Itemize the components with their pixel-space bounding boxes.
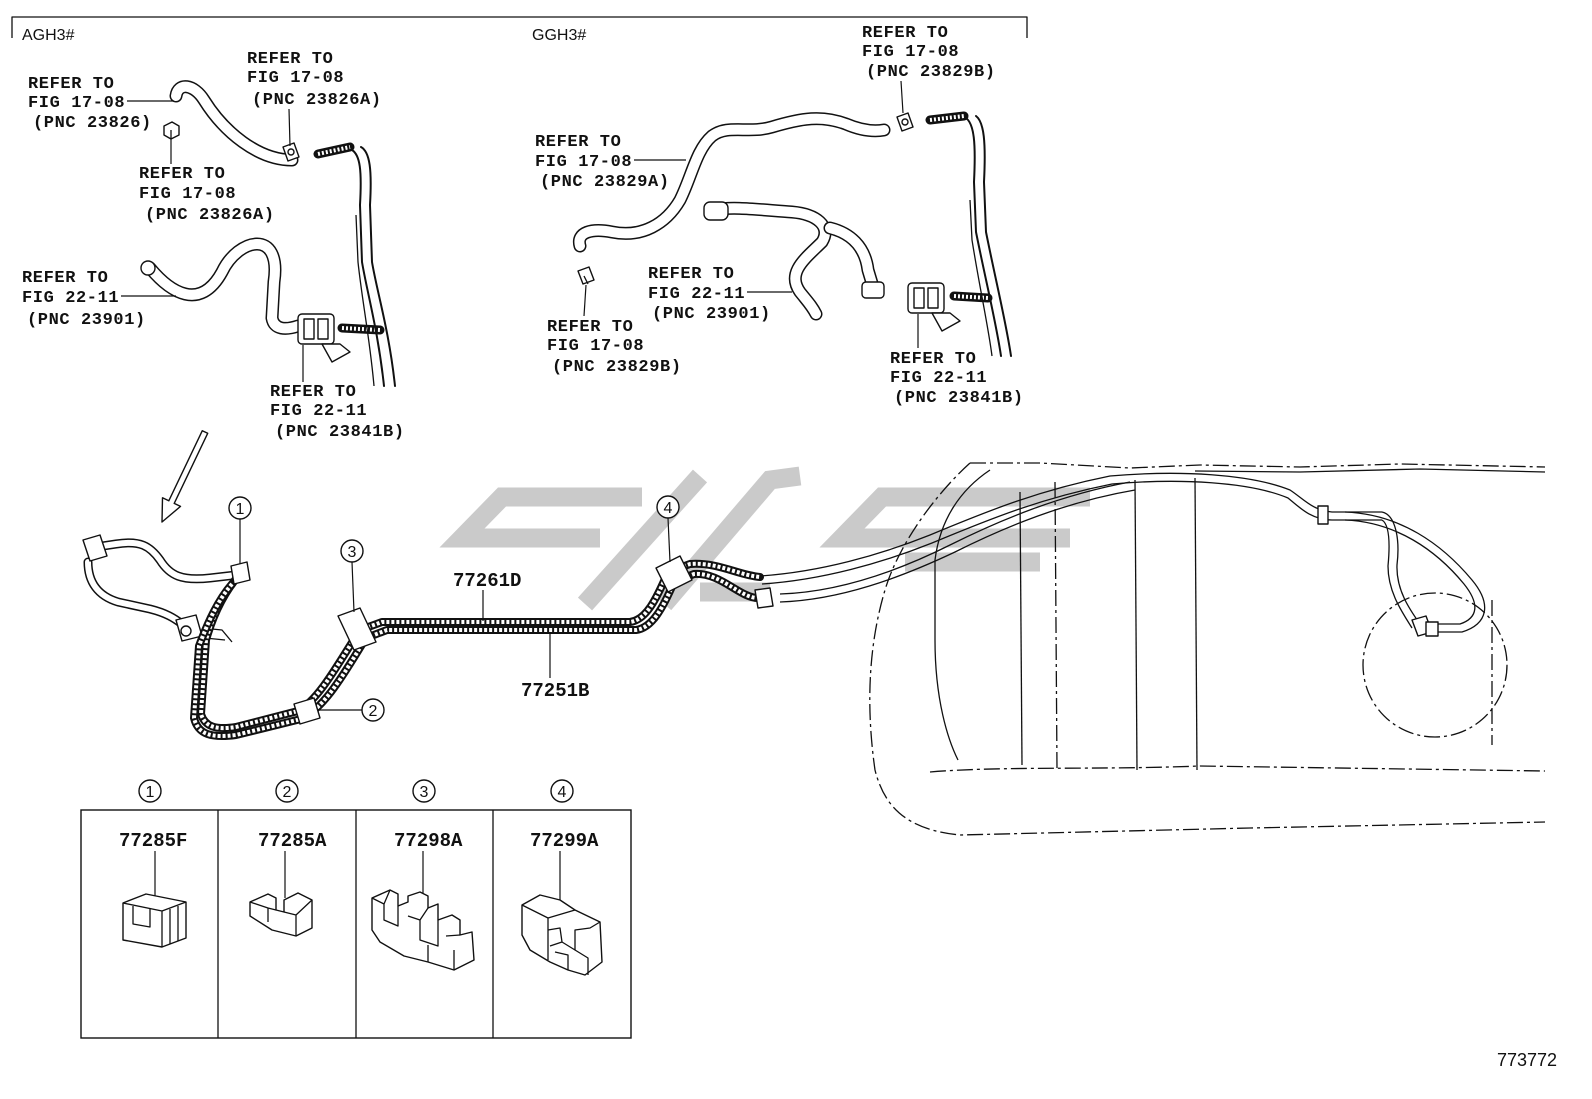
- callout-pnc-23826a-clamp: REFER TO FIG 17-08 (PNC 23826A): [247, 50, 382, 147]
- callout-refer: REFER TO: [535, 133, 621, 152]
- clip-77299a-drawing: [521, 894, 603, 976]
- callout-pnc-23901-ggh: REFER TO FIG 22-11 (PNC 23901): [648, 265, 792, 324]
- callout-figure: FIG 17-08: [28, 94, 125, 113]
- callout-pnc-23829a: REFER TO FIG 17-08 (PNC 23829A): [535, 133, 686, 192]
- callout-pnc: (PNC 23841B): [275, 423, 405, 442]
- agh3-hose-lower: [140, 244, 298, 328]
- table-column-2: 2 77285A: [249, 779, 327, 937]
- clamp-band-4: [655, 555, 693, 593]
- callout-pnc: (PNC 23826): [33, 114, 152, 133]
- callout-pnc: (PNC 23901): [652, 305, 771, 324]
- callout-pnc: (PNC 23826A): [145, 206, 275, 225]
- callout-figure: FIG 17-08: [862, 43, 959, 62]
- section-label-agh3: AGH3#: [22, 27, 75, 44]
- ggh3-hose-clamp: [896, 112, 914, 132]
- clip-marker-4-number: 4: [664, 500, 673, 517]
- callout-refer: REFER TO: [862, 24, 948, 43]
- callout-pnc: (PNC 23829A): [540, 173, 670, 192]
- callout-pnc: (PNC 23826A): [252, 91, 382, 110]
- clip-marker-1-number: 1: [236, 501, 245, 518]
- clip-marker-3: 3: [340, 539, 364, 613]
- ggh3-hose-lower: [703, 201, 885, 314]
- table-part-number: 77285F: [119, 830, 187, 852]
- section-label-ggh3: GGH3#: [532, 27, 586, 44]
- callout-pnc-23841b-agh: REFER TO FIG 22-11 (PNC 23841B): [270, 345, 405, 442]
- callout-refer: REFER TO: [270, 383, 356, 402]
- clip-marker-2: 2: [318, 698, 385, 722]
- clip-77285a-drawing: [249, 892, 313, 937]
- callout-pnc-23826a-clip: REFER TO FIG 17-08 (PNC 23826A): [139, 139, 275, 225]
- table-marker-3: 3: [420, 784, 429, 801]
- clip-marker-2-number: 2: [369, 703, 378, 720]
- ggh3-quick-connector: [907, 282, 961, 332]
- tube-connector: [754, 587, 774, 609]
- callout-pnc-23829b-clip: REFER TO FIG 17-08 (PNC 23829B): [547, 284, 682, 377]
- clip-marker-1: 1: [228, 496, 252, 564]
- callout-refer: REFER TO: [890, 350, 976, 369]
- clamp-band-1: [230, 561, 251, 585]
- callout-refer: REFER TO: [247, 50, 333, 69]
- agh3-quick-connector: [297, 313, 351, 363]
- table-part-number: 77285A: [258, 830, 327, 852]
- left-hose-assembly: [82, 534, 236, 643]
- callout-figure: FIG 17-08: [535, 153, 632, 172]
- part-number-tube-lower: 77251B: [521, 680, 589, 702]
- clamp-band-3: [337, 607, 377, 651]
- table-column-4: 4 77299A: [521, 779, 603, 976]
- callout-refer: REFER TO: [648, 265, 734, 284]
- callout-pnc-23829b-clamp: REFER TO FIG 17-08 (PNC 23829B): [862, 24, 996, 114]
- callout-figure: FIG 22-11: [890, 369, 987, 388]
- clamp-band-2: [293, 697, 321, 725]
- clip-marker-3-number: 3: [348, 544, 357, 561]
- callout-figure: FIG 17-08: [547, 337, 644, 356]
- fuel-tank-outline: [869, 462, 1546, 836]
- callout-refer: REFER TO: [547, 318, 633, 337]
- figure-id: 773772: [1497, 1050, 1557, 1070]
- ggh3-clip: [577, 266, 595, 285]
- table-marker-1: 1: [146, 784, 155, 801]
- table-column-3: 3 77298A: [371, 779, 475, 971]
- clip-77298a-drawing: [371, 889, 475, 971]
- part-number-tube-upper: 77261D: [453, 570, 521, 592]
- callout-refer: REFER TO: [139, 165, 225, 184]
- table-column-1: 1 77285F: [119, 779, 187, 948]
- agh3-clip: [163, 121, 180, 140]
- clip-77285f-drawing: [122, 893, 187, 948]
- leader-line: [288, 108, 291, 147]
- clip-table: 1 77285F 2 77285A 3 77298A: [80, 779, 632, 1039]
- agh3-pipe-bundle: [351, 146, 396, 387]
- callout-figure: FIG 22-11: [22, 289, 119, 308]
- clip-marker-4: 4: [656, 495, 680, 563]
- tank-side-pipes: [759, 472, 1486, 637]
- callout-figure: FIG 17-08: [247, 69, 344, 88]
- leader-line: [900, 80, 904, 114]
- callout-figure: FIG 17-08: [139, 185, 236, 204]
- table-marker-2: 2: [283, 784, 292, 801]
- table-part-number: 77299A: [530, 830, 599, 852]
- direction-arrow-icon: [161, 430, 209, 523]
- callout-pnc-23826: REFER TO FIG 17-08 (PNC 23826): [28, 75, 174, 133]
- callout-pnc: (PNC 23901): [27, 311, 146, 330]
- section-bracket: [11, 16, 1028, 38]
- table-marker-4: 4: [558, 784, 567, 801]
- table-part-number: 77298A: [394, 830, 463, 852]
- callout-pnc: (PNC 23829B): [552, 358, 682, 377]
- callout-refer: REFER TO: [28, 75, 114, 94]
- callout-pnc-23841b-ggh: REFER TO FIG 22-11 (PNC 23841B): [890, 314, 1024, 408]
- callout-pnc: (PNC 23841B): [894, 389, 1024, 408]
- callout-figure: FIG 22-11: [648, 285, 745, 304]
- callout-pnc: (PNC 23829B): [866, 63, 996, 82]
- callout-figure: FIG 22-11: [270, 402, 367, 421]
- callout-refer: REFER TO: [22, 269, 108, 288]
- ggh3-pipe-bundle: [965, 115, 1012, 357]
- leader-line: [583, 284, 587, 317]
- callout-pnc-23901-agh: REFER TO FIG 22-11 (PNC 23901): [22, 269, 176, 330]
